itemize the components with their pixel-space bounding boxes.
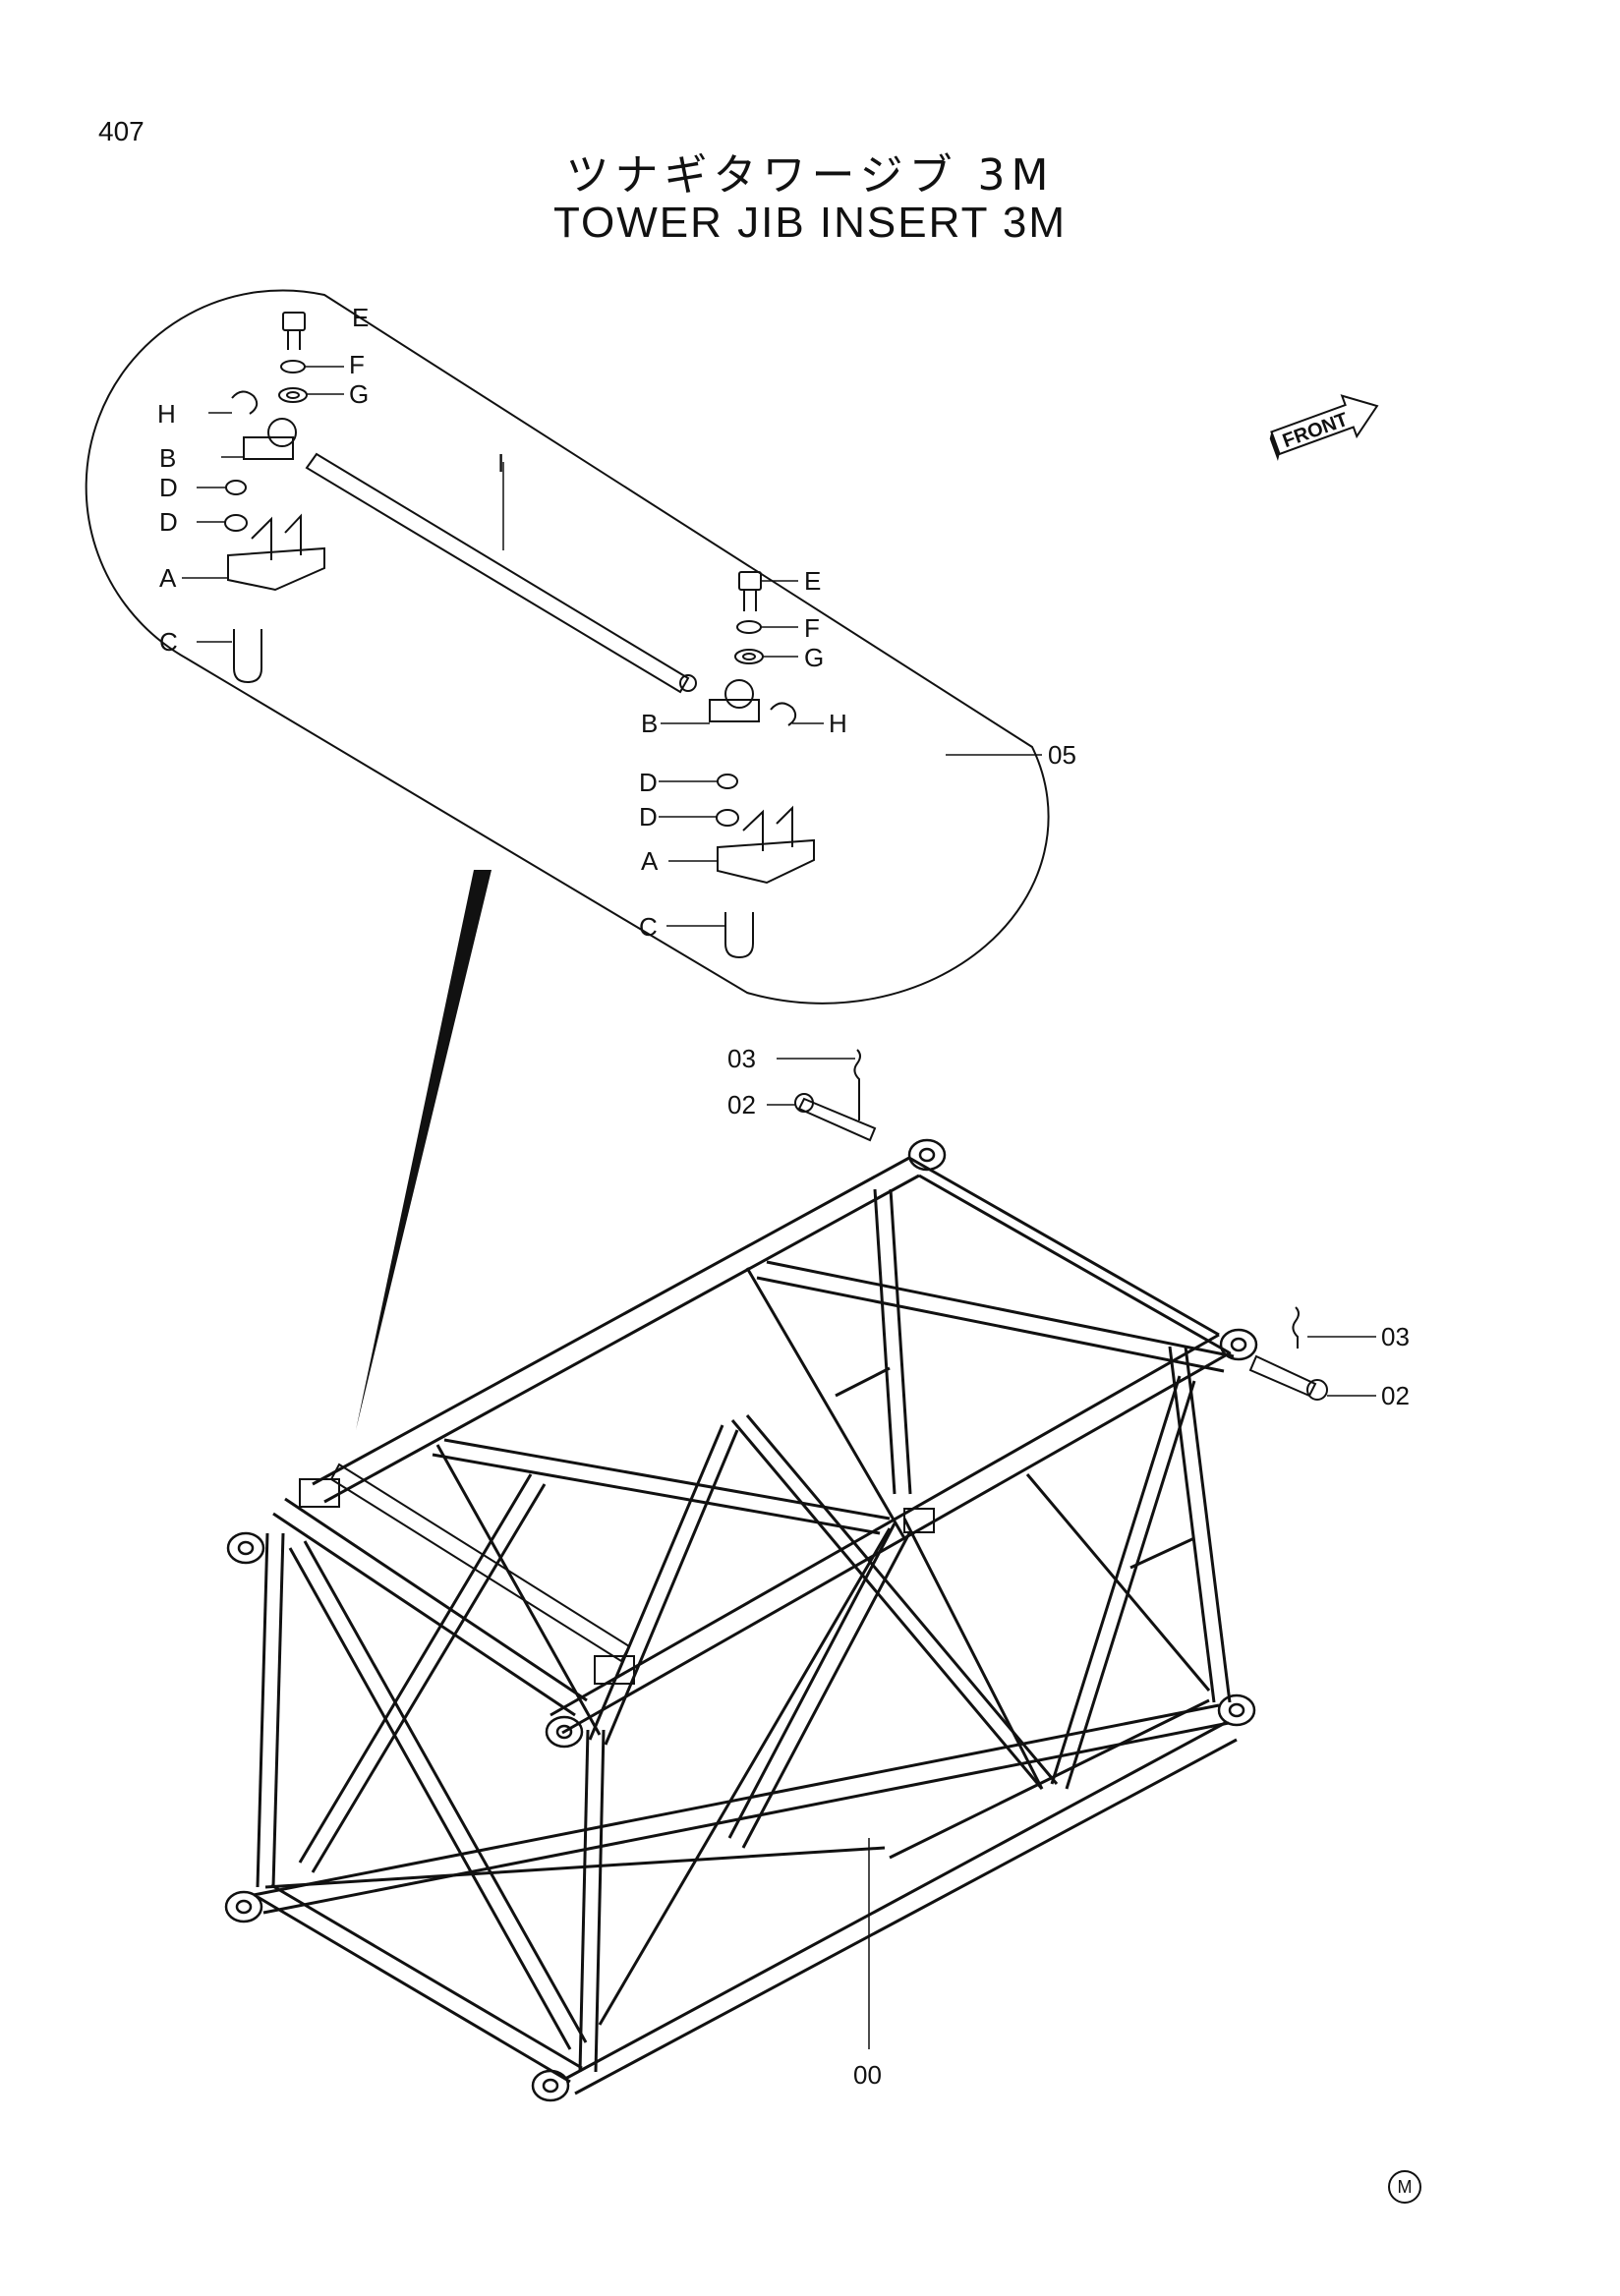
title-english: TOWER JIB INSERT 3M bbox=[552, 199, 1068, 247]
front-arrow: FRONT bbox=[1269, 394, 1379, 461]
shaft-i bbox=[305, 452, 690, 694]
callout-d3: D bbox=[639, 768, 658, 797]
title-japanese: ツナギタワージブ 3M bbox=[565, 150, 1055, 201]
callout-e2: E bbox=[804, 566, 821, 596]
corner-mark: M bbox=[1388, 2170, 1421, 2204]
callout-b2: B bbox=[641, 709, 658, 738]
detail-leader bbox=[356, 870, 492, 1430]
callout-d1: D bbox=[159, 473, 178, 502]
page-number: 407 bbox=[98, 116, 145, 146]
callout-a1: A bbox=[159, 563, 177, 593]
callout-g2: G bbox=[804, 643, 824, 672]
callout-h2: H bbox=[829, 709, 847, 738]
callout-c2: C bbox=[639, 912, 658, 942]
part-labels: 05 03 02 03 02 00 bbox=[727, 740, 1410, 2090]
callout-e1: E bbox=[352, 303, 369, 332]
detail-leader-lines bbox=[182, 366, 1042, 927]
callout-g1: G bbox=[349, 379, 369, 409]
callout-f1: F bbox=[349, 350, 365, 379]
callout-b1: B bbox=[159, 443, 176, 473]
callout-h1: H bbox=[157, 399, 176, 429]
truss-clamps bbox=[299, 1478, 935, 1685]
detail-capsule bbox=[85, 289, 1050, 1004]
callout-05: 05 bbox=[1048, 740, 1076, 770]
top-pin-assembly bbox=[767, 1049, 877, 1142]
callout-03-right: 03 bbox=[1381, 1322, 1410, 1351]
callout-c1: C bbox=[159, 627, 178, 657]
right-pin-assembly bbox=[1248, 1306, 1376, 1401]
callout-00: 00 bbox=[853, 2060, 882, 2090]
callout-a2: A bbox=[641, 846, 659, 876]
callout-02-right: 02 bbox=[1381, 1381, 1410, 1410]
callout-f2: F bbox=[804, 613, 820, 643]
detail-labels: E F G H B D D A C I E F G B H D D A C bbox=[157, 303, 847, 942]
callout-i: I bbox=[497, 448, 504, 478]
callout-d4: D bbox=[639, 802, 658, 832]
lug-ends bbox=[224, 1138, 1258, 2102]
callout-d2: D bbox=[159, 507, 178, 537]
lower-assembly bbox=[709, 571, 815, 959]
callout-02-top: 02 bbox=[727, 1090, 756, 1119]
truss-frame bbox=[253, 1156, 1238, 2095]
callout-03-top: 03 bbox=[727, 1044, 756, 1073]
upper-assembly bbox=[224, 312, 325, 684]
truss-shaft bbox=[329, 1463, 631, 1663]
